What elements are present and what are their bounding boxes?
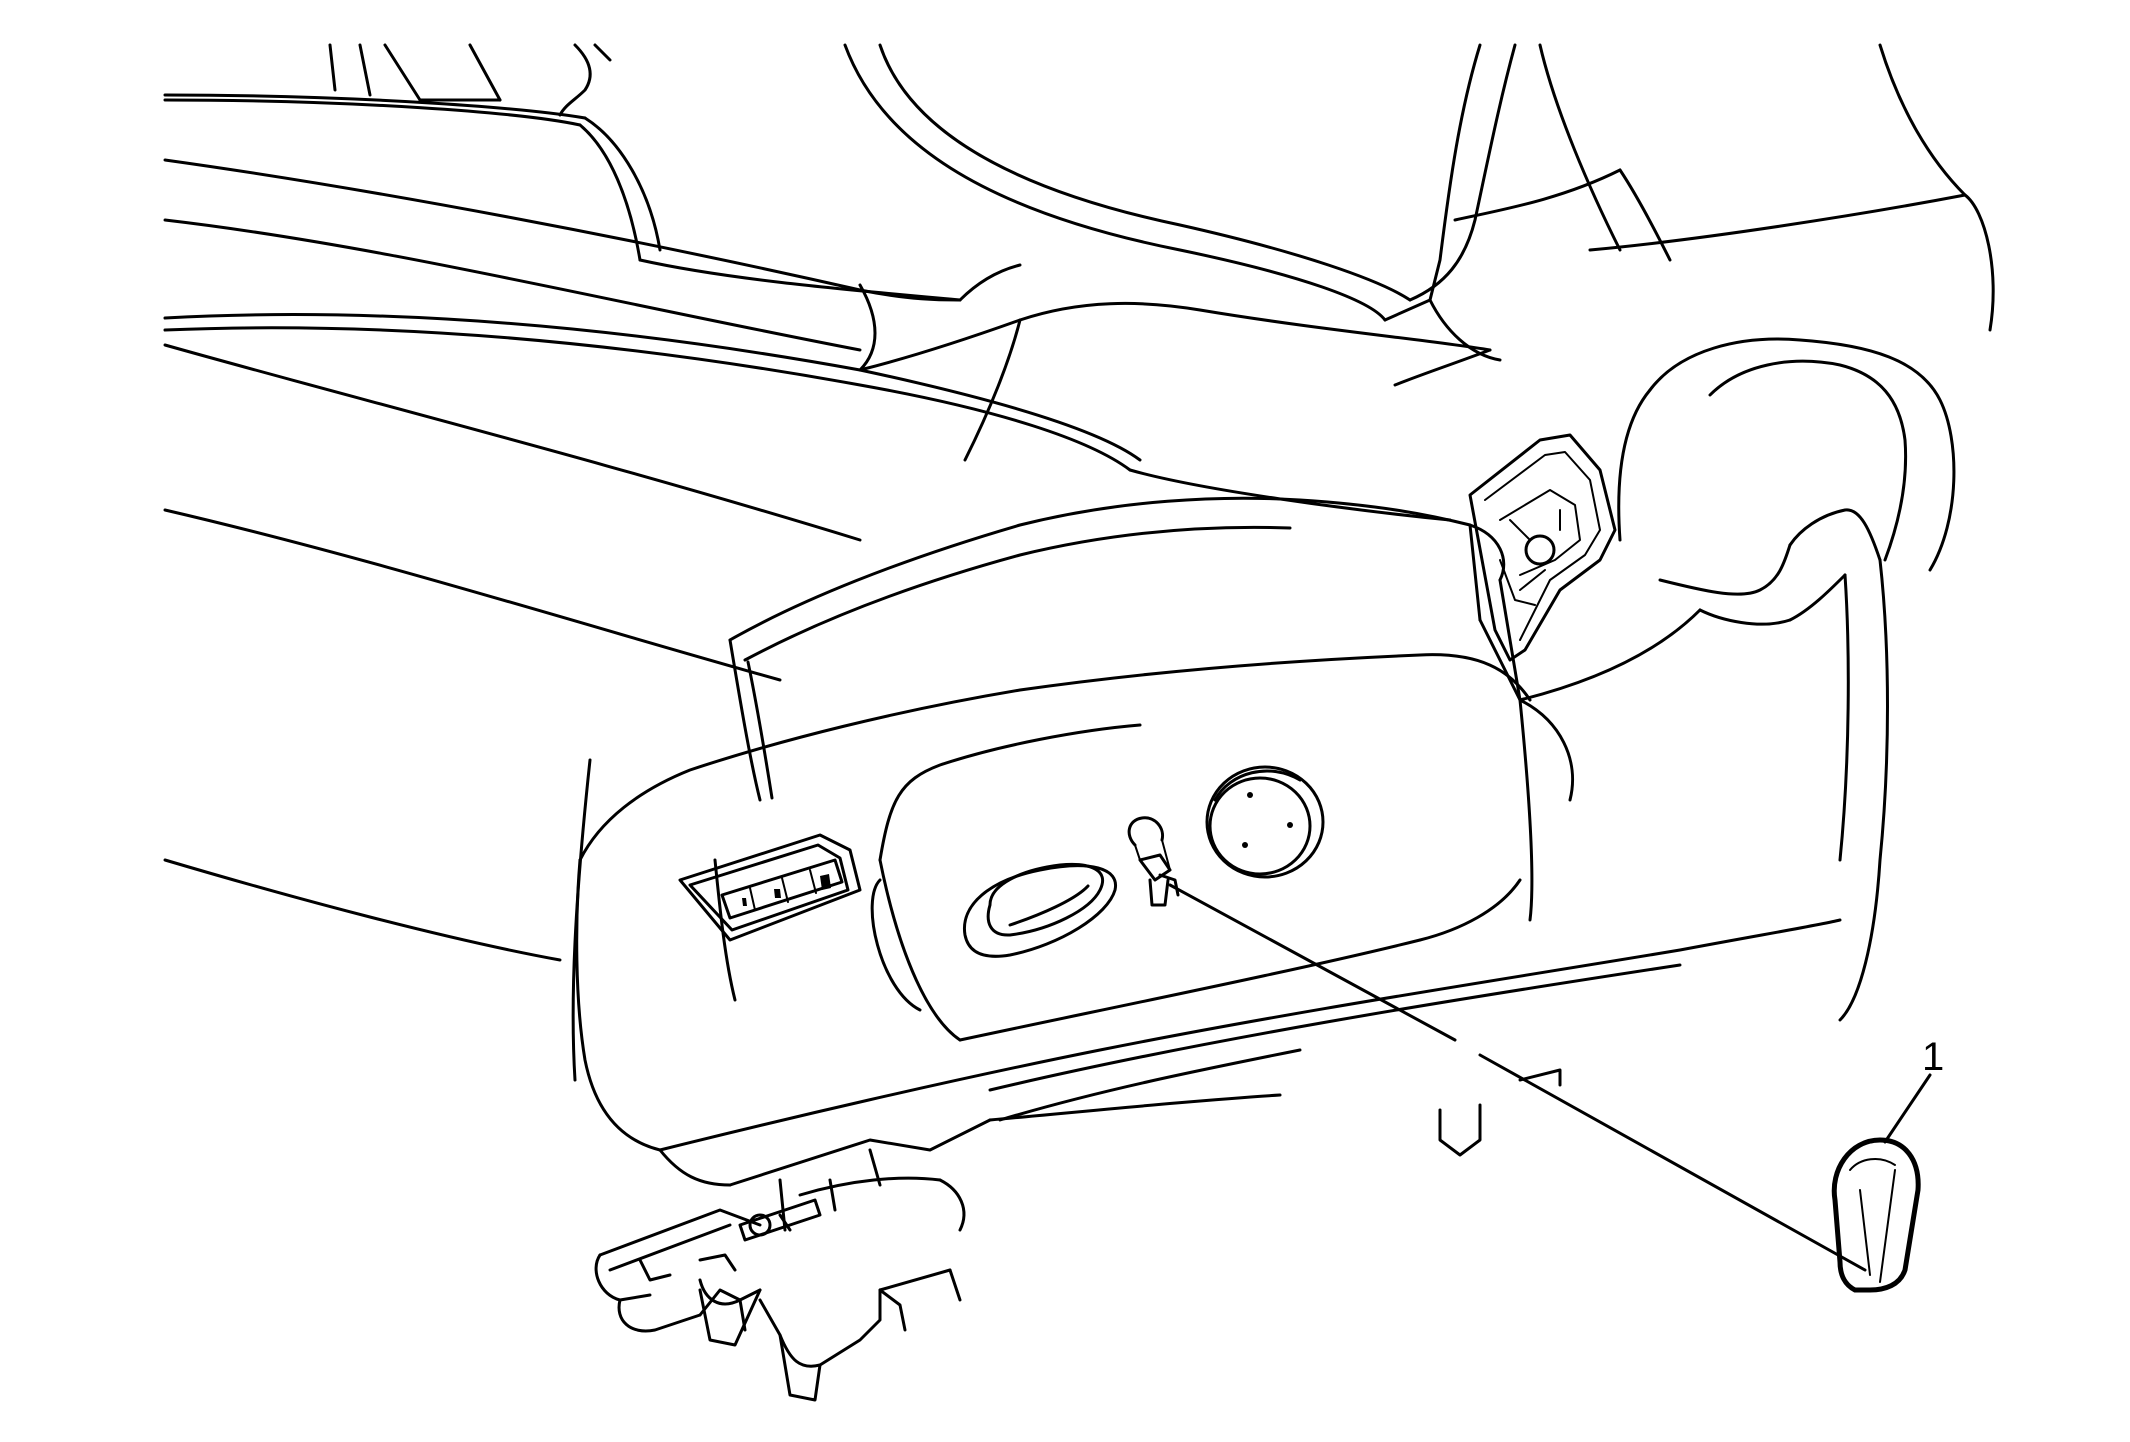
- recliner-mechanism: [1468, 433, 1617, 662]
- adjuster-shaft: [1127, 816, 1180, 907]
- seat-cushion: [163, 43, 1492, 1082]
- seat-adjuster-switch[interactable]: [870, 862, 1118, 1012]
- side-trim-panel: [575, 496, 1889, 1152]
- recline-knob[interactable]: [1205, 765, 1325, 879]
- callout-leader-line: [1168, 883, 1867, 1272]
- memory-switch-bezel: [678, 833, 862, 942]
- callout-1-label: 1: [1922, 1035, 1944, 1079]
- seat-back: [843, 43, 1995, 572]
- seat-track: [594, 1068, 1562, 1402]
- adjuster-knob-removed: [1831, 1137, 1921, 1293]
- callout-1: 1: [1883, 1035, 1944, 1144]
